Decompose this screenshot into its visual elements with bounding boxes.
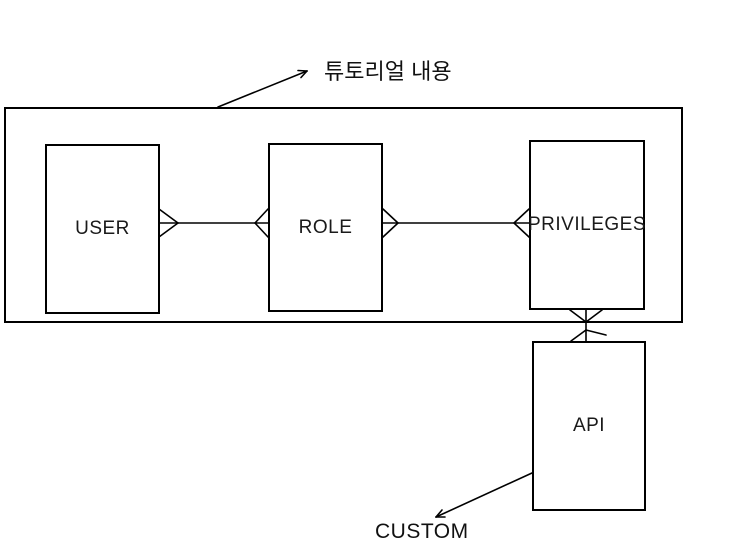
annotation-arrow-top — [217, 69, 308, 108]
entity-role-label: ROLE — [298, 216, 353, 238]
entity-user: USER — [45, 144, 160, 314]
custom-annotation: CUSTOM — [375, 520, 469, 543]
tutorial-contents-annotation: 튜토리얼 내용 — [324, 59, 452, 84]
entity-api-label: API — [572, 415, 606, 436]
entity-privileges-label: PRIVILEGES — [528, 214, 646, 235]
entity-api: API — [532, 341, 646, 511]
relationship-role-privileges — [382, 208, 530, 238]
tutorial-scope-container — [4, 107, 683, 323]
relationship-privileges-api — [569, 309, 607, 342]
annotation-arrow-bottom — [435, 472, 533, 518]
entity-role: ROLE — [268, 143, 383, 312]
entity-privileges: PRIVILEGES — [528, 140, 646, 310]
entity-user-label: USER — [75, 218, 130, 239]
relationship-user-role — [158, 208, 269, 238]
